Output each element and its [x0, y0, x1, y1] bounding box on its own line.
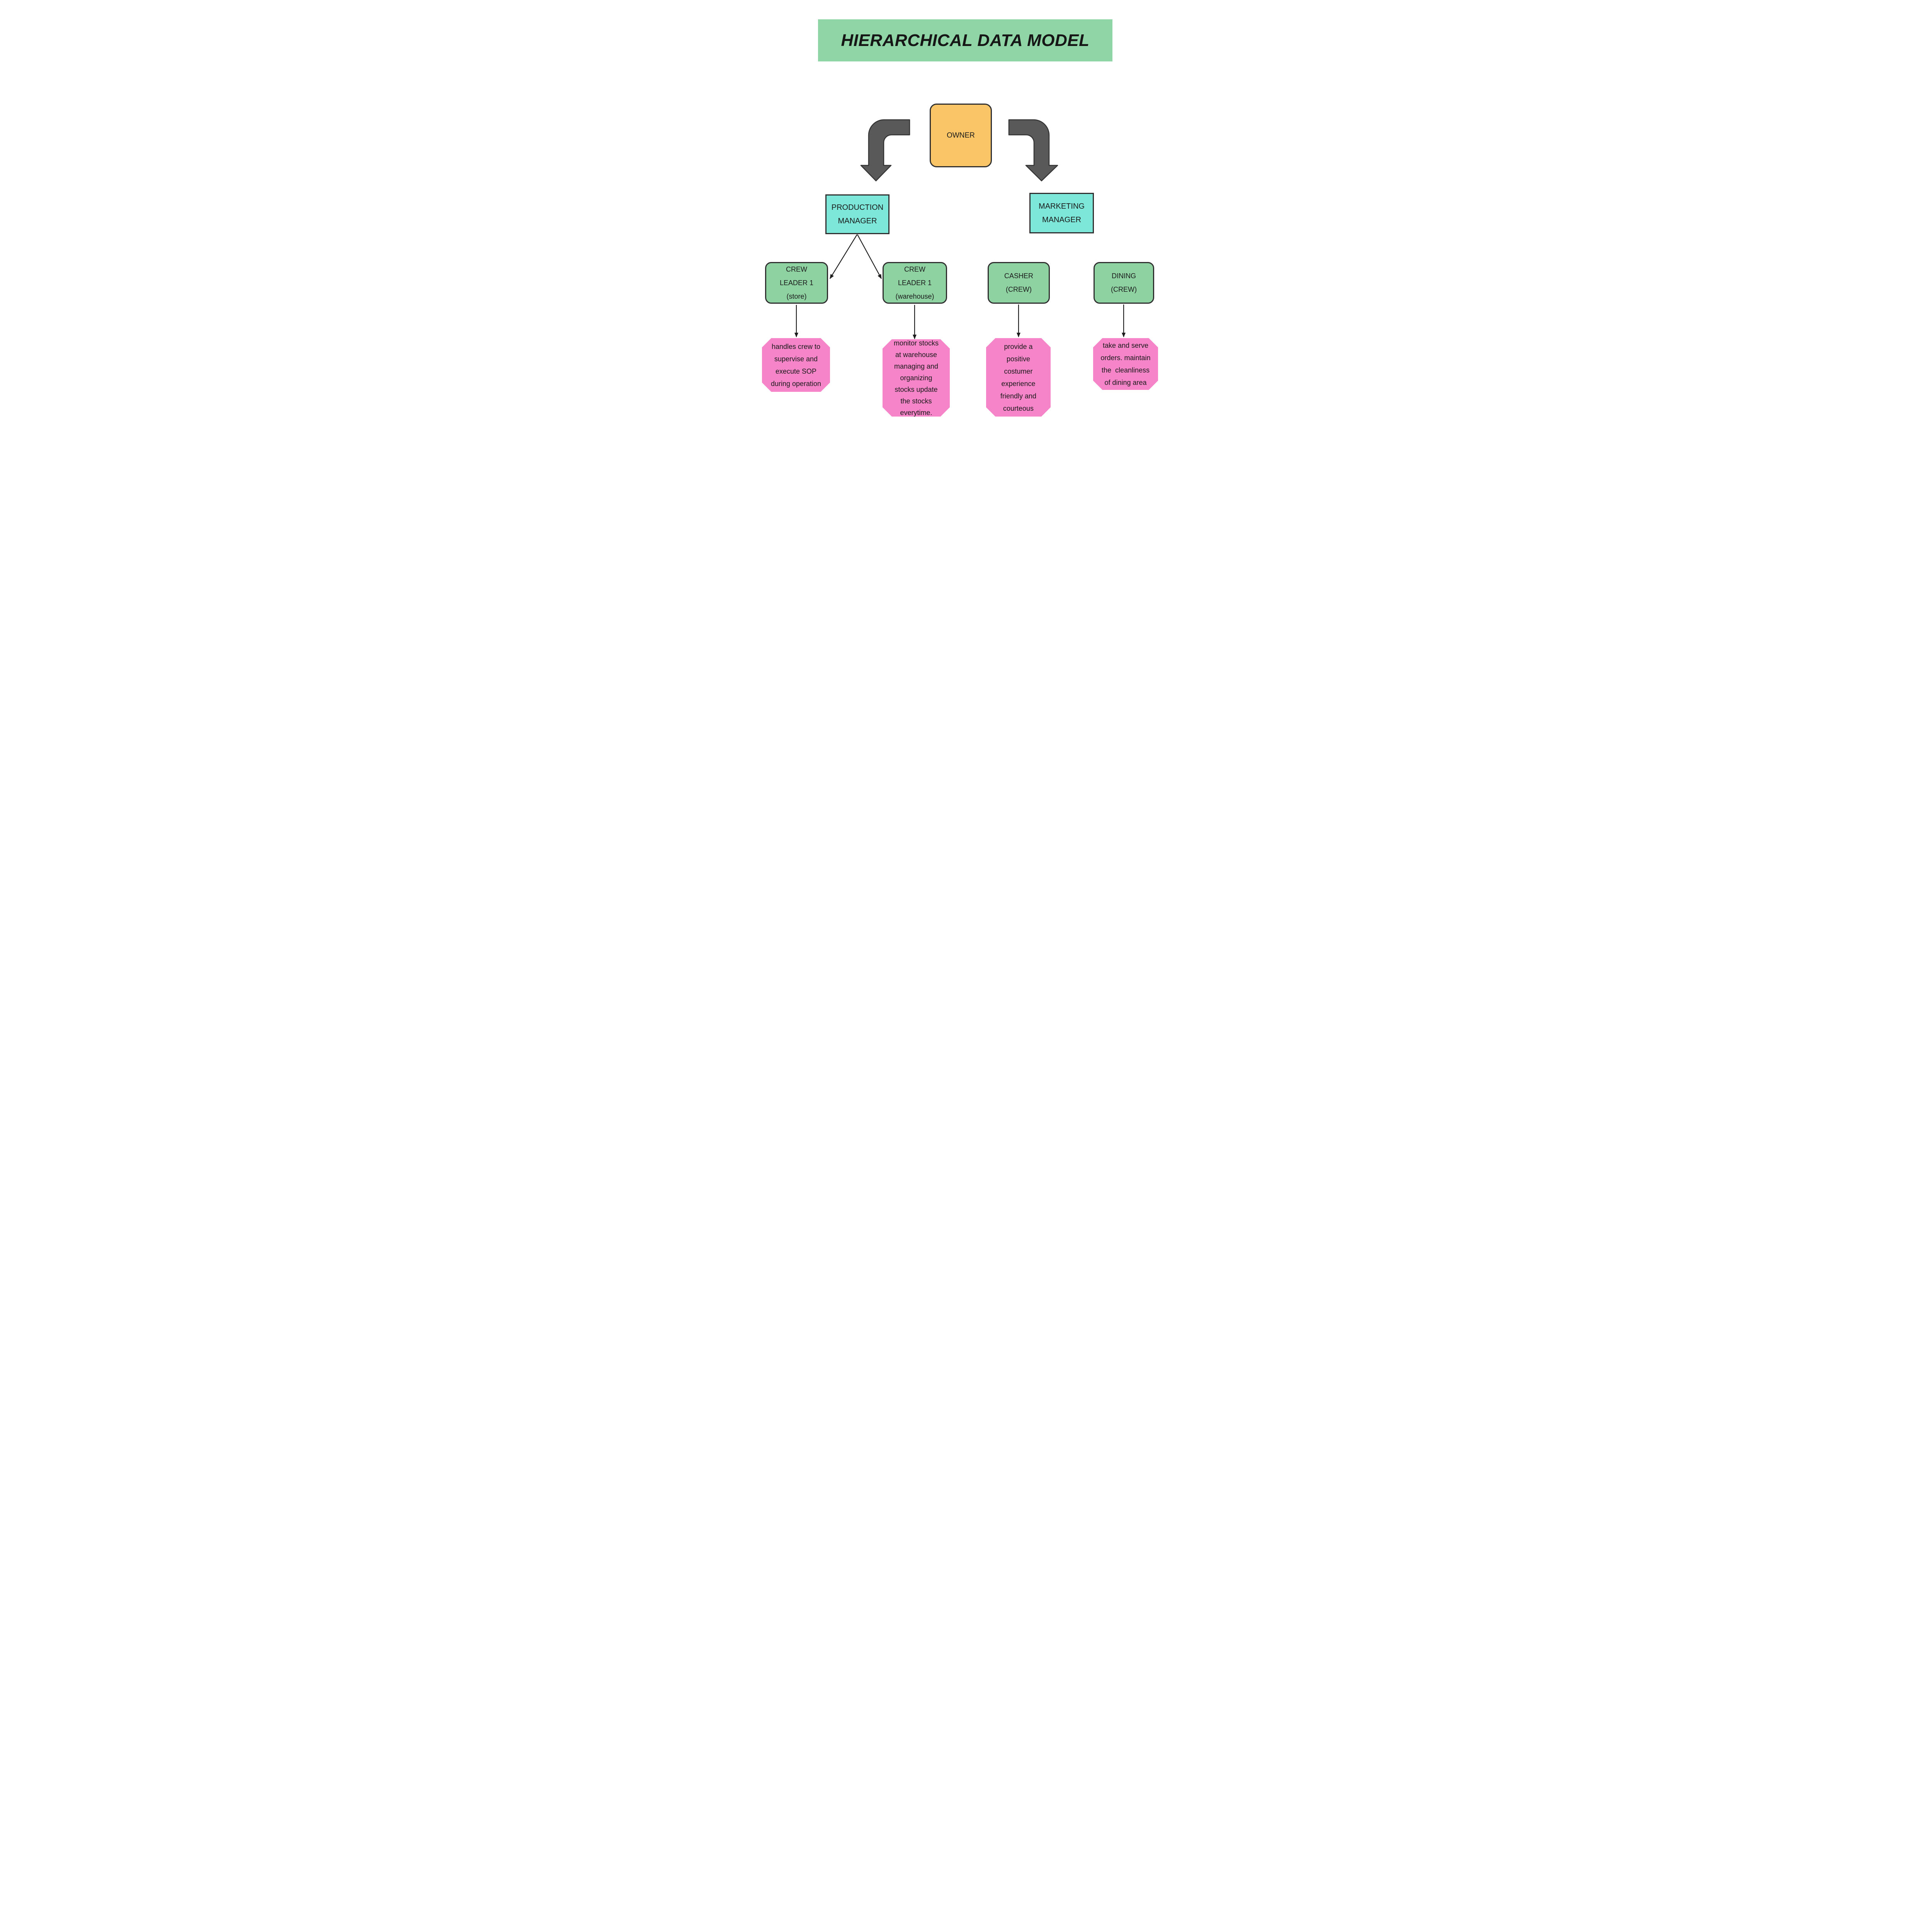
label-line: of dining area	[1104, 379, 1147, 386]
diagram-canvas: HIERARCHICAL DATA MODEL OWNER PRODUCTION…	[667, 0, 1265, 422]
connector-layer	[794, 119, 1126, 339]
label-line: positive	[1006, 355, 1031, 363]
label-line: MANAGER	[1042, 215, 1082, 224]
task-casher-description: provide a positive costumer experience frien…	[986, 338, 1051, 417]
node-production-manager: PRODUCTION MANAGER	[825, 194, 889, 234]
label-line: (warehouse)	[895, 292, 934, 300]
label-line: stocks update	[895, 386, 938, 393]
node-owner-label: OWNER	[947, 131, 975, 139]
label-line: managing and	[894, 362, 939, 370]
label-line: MARKETING	[1039, 202, 1085, 211]
label-line: provide a	[1004, 342, 1033, 350]
label-line: LEADER 1	[779, 279, 814, 287]
label-line: handles crew to	[771, 342, 821, 350]
label-line: at warehouse	[895, 351, 937, 359]
label-line: CASHER	[1004, 272, 1033, 280]
elbow-arrow-owner-to-marketing-icon	[1008, 119, 1058, 182]
node-dining-crew: DINING (CREW)	[1094, 262, 1154, 304]
label-line: during operation	[770, 379, 821, 388]
node-crew-leader-warehouse: CREW LEADER 1 (warehouse)	[883, 262, 947, 304]
label-line: monitor stocks	[893, 339, 939, 347]
label-line: DINING	[1112, 272, 1136, 280]
label-line: take and serve	[1102, 342, 1149, 349]
label-line: LEADER 1	[898, 279, 932, 287]
label-line: (CREW)	[1111, 286, 1137, 293]
label-line: the cleanliness	[1101, 366, 1150, 374]
label-line: (CREW)	[1006, 286, 1032, 293]
label-line: CREW	[904, 265, 925, 273]
diagram-title: HIERARCHICAL DATA MODEL	[841, 31, 1090, 50]
connector-production-to-warehouse	[857, 234, 882, 279]
label-line: supervise and	[774, 355, 818, 363]
node-crew-leader-store: CREW LEADER 1 (store)	[765, 262, 828, 304]
label-line: experience	[1001, 379, 1036, 388]
label-line: the stocks	[900, 397, 932, 405]
node-casher-crew: CASHER (CREW)	[988, 262, 1050, 304]
label-line: orders. maintain	[1100, 354, 1151, 362]
label-line: PRODUCTION	[831, 203, 884, 212]
label-line: organizing	[900, 374, 932, 382]
label-line: friendly and	[1000, 392, 1037, 400]
label-line: CREW	[786, 265, 807, 273]
connector-production-to-store	[830, 234, 857, 279]
label-line: (store)	[786, 292, 807, 300]
elbow-arrow-owner-to-production-icon	[860, 119, 910, 182]
node-owner: OWNER	[930, 104, 992, 167]
label-line: MANAGER	[838, 216, 877, 225]
node-marketing-manager: MARKETING MANAGER	[1029, 193, 1094, 233]
task-warehouse-description: monitor stocks at warehouse managing and or…	[883, 339, 950, 417]
title-banner: HIERARCHICAL DATA MODEL	[818, 19, 1112, 61]
label-line: execute SOP	[775, 367, 817, 375]
label-line: costumer	[1004, 367, 1033, 375]
task-store-description: handles crew to supervise and execute SOP d…	[762, 338, 830, 392]
label-line: courteous	[1003, 404, 1034, 412]
task-dining-description: take and serve orders. maintain the cleanl…	[1093, 338, 1158, 390]
label-line: everytime.	[900, 409, 932, 417]
